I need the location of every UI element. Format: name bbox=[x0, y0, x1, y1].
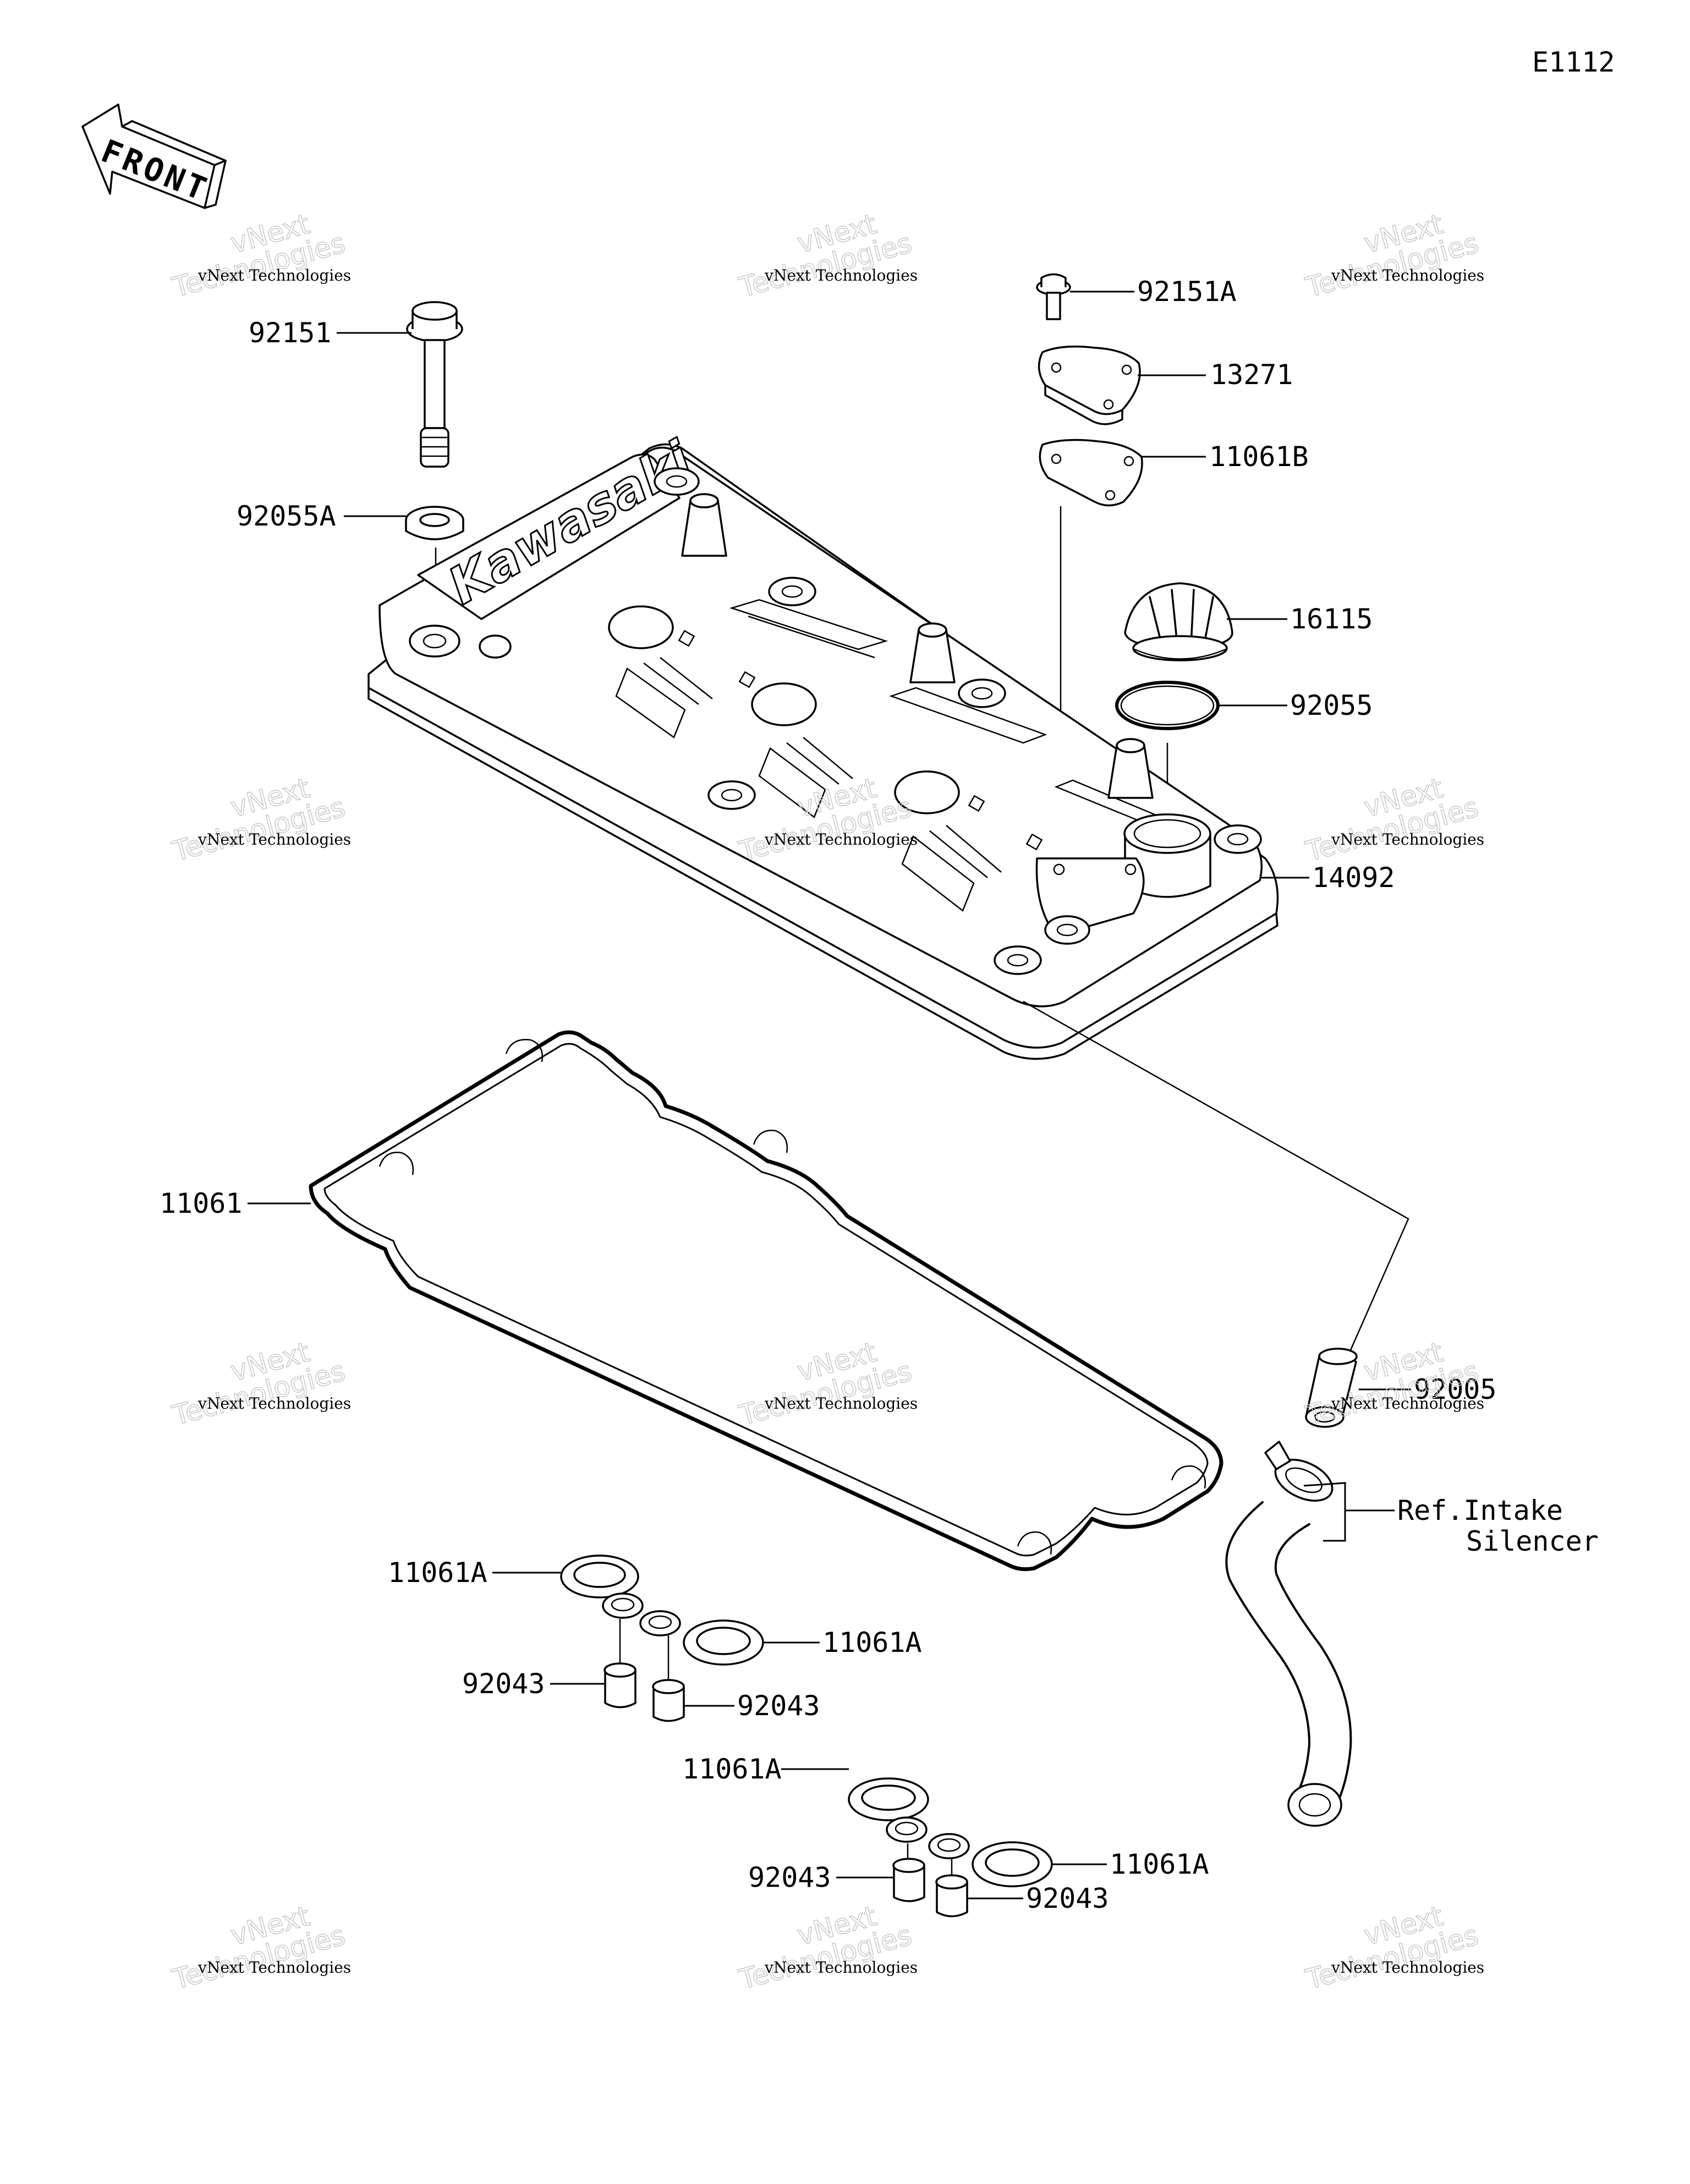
label-92055a: 92055A bbox=[237, 500, 336, 532]
label-ref-intake: Ref.Intake bbox=[1397, 1495, 1563, 1526]
gasket-11061b-icon bbox=[1039, 439, 1143, 507]
label-11061b: 11061B bbox=[1209, 441, 1309, 473]
label-silencer: Silencer bbox=[1466, 1525, 1599, 1557]
front-arrow-icon: FRONT bbox=[81, 103, 227, 209]
svg-text:vNext Technologies: vNext Technologies bbox=[197, 266, 351, 284]
label-92151: 92151 bbox=[249, 317, 332, 349]
leader-lines bbox=[248, 291, 1411, 1900]
svg-text:vNext Technologies: vNext Technologies bbox=[1331, 1958, 1484, 1977]
breather-hose-icon bbox=[1225, 1501, 1352, 1827]
label-92043-1: 92043 bbox=[462, 1668, 545, 1700]
svg-text:vNext Technologies: vNext Technologies bbox=[764, 830, 918, 849]
label-92043-2: 92043 bbox=[737, 1690, 820, 1722]
label-11061a-1: 11061A bbox=[388, 1557, 487, 1589]
oring-11061a-1-icon bbox=[560, 1554, 639, 1599]
dowel-92043-2-icon bbox=[652, 1679, 685, 1722]
o-ring-92055-icon bbox=[1115, 681, 1220, 730]
bolt-92151a-icon bbox=[1036, 273, 1071, 320]
label-16115: 16115 bbox=[1290, 603, 1373, 635]
oring-small-3-icon bbox=[886, 1816, 928, 1843]
svg-text:vNext Technologies: vNext Technologies bbox=[197, 830, 351, 849]
svg-text:vNext Technologies: vNext Technologies bbox=[764, 266, 918, 284]
oring-11061a-4-icon bbox=[972, 1841, 1053, 1887]
label-92043-4: 92043 bbox=[1026, 1882, 1109, 1914]
label-92055: 92055 bbox=[1290, 689, 1373, 721]
label-11061a-3: 11061A bbox=[682, 1753, 782, 1785]
bolt-92151-icon bbox=[406, 301, 463, 468]
hose-clamp-icon bbox=[1264, 1441, 1334, 1502]
label-92043-3: 92043 bbox=[748, 1862, 831, 1893]
watermark: vNext Technologies vNext Technologies vN… bbox=[168, 207, 1484, 1996]
dowel-92043-3-icon bbox=[892, 1858, 925, 1902]
label-14092: 14092 bbox=[1312, 862, 1395, 894]
label-92005: 92005 bbox=[1414, 1373, 1497, 1405]
dowel-92043-4-icon bbox=[935, 1874, 968, 1918]
svg-text:vNext Technologies: vNext Technologies bbox=[764, 1958, 918, 1977]
svg-text:vNext Technologies: vNext Technologies bbox=[764, 1394, 918, 1413]
gasket-11061-icon bbox=[309, 1030, 1223, 1572]
diagram-code: E1112 bbox=[1532, 46, 1615, 78]
label-11061a-2: 11061A bbox=[822, 1627, 922, 1658]
oring-small-4-icon bbox=[928, 1833, 970, 1859]
svg-text:vNext Technologies: vNext Technologies bbox=[1331, 266, 1484, 284]
oring-11061a-2-icon bbox=[683, 1619, 764, 1666]
label-11061a-4: 11061A bbox=[1110, 1848, 1209, 1880]
svg-text:vNext Technologies: vNext Technologies bbox=[1331, 830, 1484, 849]
label-13271: 13271 bbox=[1210, 359, 1293, 391]
oring-small-1-icon bbox=[602, 1592, 644, 1619]
svg-text:vNext Technologies: vNext Technologies bbox=[1331, 1394, 1484, 1413]
dowel-92043-1-icon bbox=[603, 1662, 637, 1709]
plate-13271-icon bbox=[1038, 346, 1141, 425]
oil-cap-16115-icon bbox=[1124, 582, 1233, 661]
svg-text:vNext Technologies: vNext Technologies bbox=[197, 1958, 351, 1977]
label-92151a: 92151A bbox=[1137, 276, 1237, 308]
cylinder-head-cover-14092-icon: Kawasaki bbox=[367, 429, 1279, 1060]
svg-text:vNext Technologies: vNext Technologies bbox=[197, 1394, 351, 1413]
breather-connector-92005-icon bbox=[1305, 1348, 1358, 1428]
washer-92055a-icon bbox=[405, 506, 464, 540]
oring-11061a-3-icon bbox=[848, 1777, 929, 1821]
label-11061: 11061 bbox=[160, 1187, 243, 1219]
oring-small-2-icon bbox=[639, 1610, 681, 1636]
